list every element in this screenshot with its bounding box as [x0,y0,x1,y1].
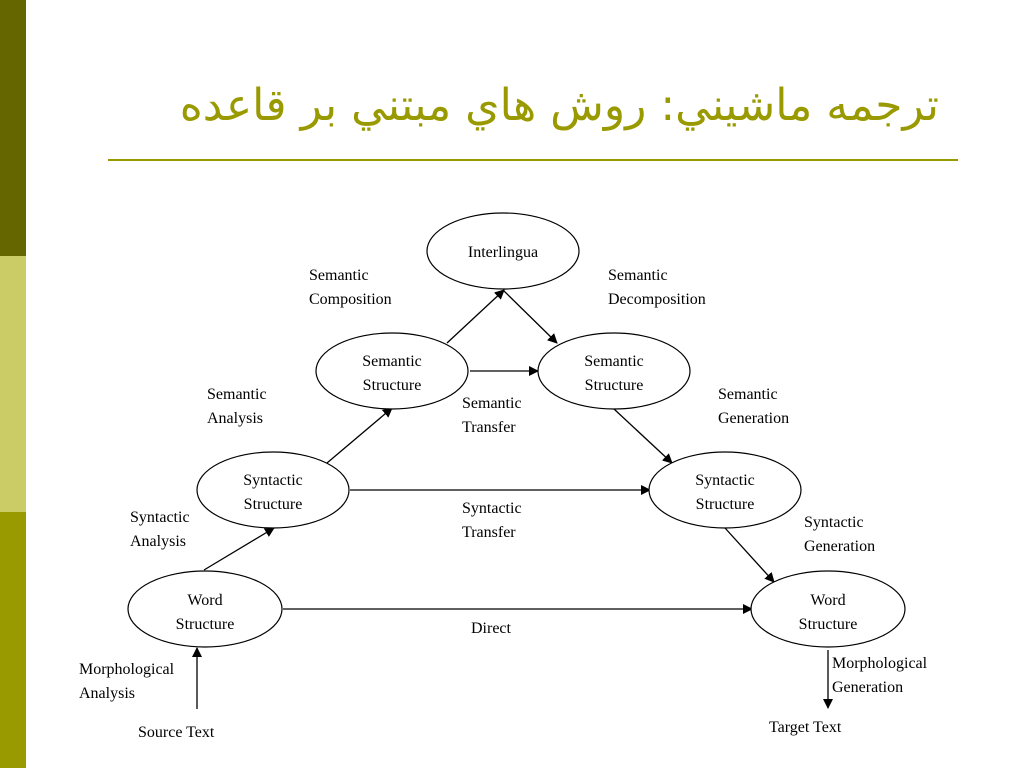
node-syntactic-structure-target: Syntactic Structure [648,451,802,529]
label-syntactic-analysis-line-1: Syntactic [130,509,190,526]
node-syntactic-structure-source: Syntactic Structure [196,451,350,529]
node-word-structure-source: Word Structure [127,570,283,648]
label-morphological-generation-line-1: Morphological [832,655,928,672]
edge-syntactic-generation [724,527,775,583]
label-semantic-analysis-line-2: Analysis [207,410,263,427]
label-semantic-decomposition-line-1: Semantic [608,267,668,284]
label-target-text-line-1: Target Text [769,719,842,736]
label-semantic-transfer-line-2: Transfer [462,419,516,436]
label-semantic-composition: Semantic Composition [309,267,392,308]
label-semantic-composition-line-2: Composition [309,291,392,308]
label-syntactic-generation-line-1: Syntactic [804,514,864,531]
node-interlingua: Interlingua [426,212,580,290]
node-syntactic-structure-target-line-1: Syntactic [695,472,755,489]
label-semantic-generation-line-1: Semantic [718,386,778,403]
sidebar-segment-middle [0,256,26,512]
label-semantic-decomposition-line-2: Decomposition [608,291,706,308]
label-syntactic-analysis-line-2: Analysis [130,533,186,550]
label-semantic-transfer: Semantic Transfer [462,395,522,436]
sidebar-segment-bottom [0,512,26,768]
label-direct-line-1: Direct [471,620,512,637]
sidebar-stripe [0,0,26,768]
label-morphological-analysis: Morphological Analysis [79,661,175,702]
node-semantic-structure-target-line-2: Structure [585,377,644,394]
label-semantic-composition-line-1: Semantic [309,267,369,284]
edge-semantic-composition [446,289,505,344]
node-interlingua-line-1: Interlingua [468,244,538,261]
edge-syntactic-analysis [203,527,275,571]
node-semantic-structure-source-line-2: Structure [363,377,422,394]
node-semantic-structure-source-line-1: Semantic [362,353,422,370]
label-syntactic-transfer: Syntactic Transfer [462,500,522,541]
label-source-text: Source Text [138,724,215,741]
edge-semantic-analysis [326,407,393,464]
label-source-text-line-1: Source Text [138,724,215,741]
sidebar-segment-top [0,0,26,256]
node-word-structure-source-line-1: Word [187,592,222,609]
node-word-structure-target-line-1: Word [810,592,845,609]
label-syntactic-generation: Syntactic Generation [804,514,875,555]
label-direct: Direct [471,620,512,637]
node-word-structure-target-line-2: Structure [799,616,858,633]
label-morphological-generation: Morphological Generation [832,655,928,696]
edge-semantic-decomposition [502,289,558,344]
label-semantic-transfer-line-1: Semantic [462,395,522,412]
label-semantic-analysis: Semantic Analysis [207,386,267,427]
edge-semantic-generation [613,408,673,464]
node-syntactic-structure-target-line-2: Structure [696,496,755,513]
label-semantic-analysis-line-1: Semantic [207,386,267,403]
label-target-text: Target Text [769,719,842,736]
label-syntactic-transfer-line-1: Syntactic [462,500,522,517]
node-syntactic-structure-source-line-1: Syntactic [243,472,303,489]
title-underline [108,159,958,161]
label-syntactic-transfer-line-2: Transfer [462,524,516,541]
node-semantic-structure-source: Semantic Structure [315,332,469,410]
label-morphological-generation-line-2: Generation [832,679,903,696]
node-word-structure-target: Word Structure [750,570,906,648]
label-morphological-analysis-line-2: Analysis [79,685,135,702]
label-semantic-generation-line-2: Generation [718,410,789,427]
node-word-structure-source-line-2: Structure [176,616,235,633]
label-syntactic-analysis: Syntactic Analysis [130,509,190,550]
label-semantic-decomposition: Semantic Decomposition [608,267,706,308]
node-syntactic-structure-source-line-2: Structure [244,496,303,513]
label-semantic-generation: Semantic Generation [718,386,789,427]
slide-title: ترجمه ماشيني: روش هاي مبتني بر قاعده [179,80,939,131]
label-morphological-analysis-line-1: Morphological [79,661,175,678]
node-semantic-structure-target: Semantic Structure [537,332,691,410]
node-semantic-structure-target-line-1: Semantic [584,353,644,370]
label-syntactic-generation-line-2: Generation [804,538,875,555]
